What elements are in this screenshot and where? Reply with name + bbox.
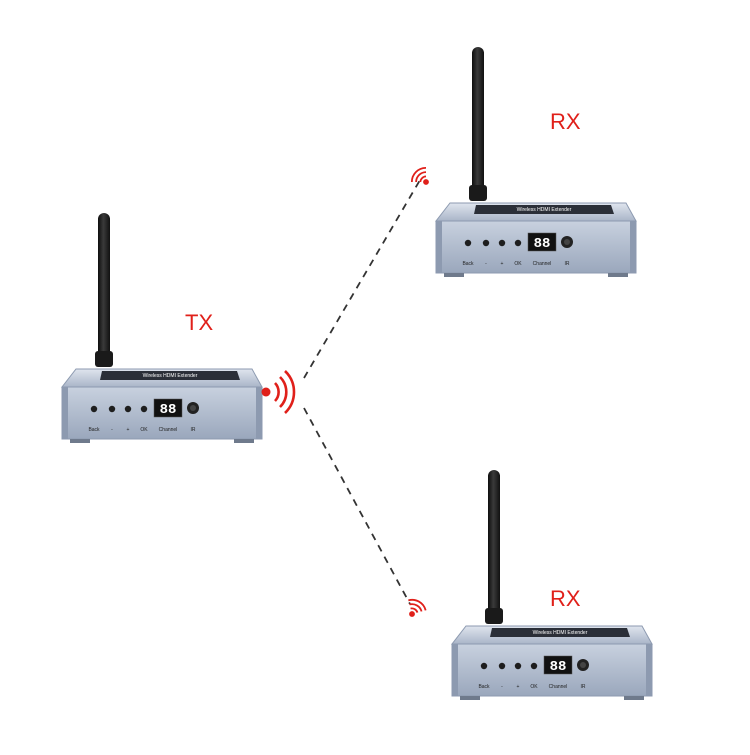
rx-top-btn-plus-label: + — [501, 261, 504, 267]
tx-channel-label: Channel — [159, 427, 178, 433]
tx-wifi-signal-icon — [261, 370, 296, 414]
rx-bottom-btn-back-label: Back — [478, 684, 490, 690]
rx-bottom-btn-minus-label: - — [501, 684, 503, 690]
rx-top-label: RX — [550, 109, 581, 134]
rx-bottom-btn-ok-label: OK — [530, 684, 538, 690]
tx-model-text: Wireless HDMI Extender — [143, 373, 198, 379]
rx-bottom-device: 88 Wireless HDMI Extender Back - + OK Ch… — [451, 469, 653, 701]
rx-bottom-display-digits: 88 — [550, 659, 567, 675]
rx-bottom-btn-plus-label: + — [517, 684, 520, 690]
tx-btn-minus-label: - — [111, 427, 113, 433]
rx-top-display-digits: 88 — [534, 236, 551, 252]
tx-label: TX — [185, 310, 214, 335]
rx-top-device: 88 Wireless HDMI Extender Back - + OK Ch… — [435, 46, 637, 278]
tx-btn-ok-label: OK — [140, 427, 148, 433]
tx-btn-plus-label: + — [127, 427, 130, 433]
tx-ir-label: IR — [191, 427, 196, 433]
rx-top-channel-label: Channel — [533, 261, 552, 267]
rx-bottom-wifi-signal-icon — [401, 595, 429, 622]
rx-top-btn-minus-label: - — [485, 261, 487, 267]
rx-top-model-text: Wireless HDMI Extender — [517, 207, 572, 213]
rx-top-btn-back-label: Back — [462, 261, 474, 267]
rx-top-btn-ok-label: OK — [514, 261, 522, 267]
rx-bottom-ir-label: IR — [581, 684, 586, 690]
rx-bottom-model-text: Wireless HDMI Extender — [533, 630, 588, 636]
link-tx-rx-top — [303, 179, 421, 379]
rx-top-wifi-signal-icon — [407, 163, 436, 192]
rx-top-ir-label: IR — [565, 261, 570, 267]
tx-display-digits: 88 — [160, 402, 177, 418]
tx-device: 88 Wireless HDMI Extender Back - + OK Ch… — [61, 212, 263, 444]
rx-bottom-channel-label: Channel — [549, 684, 568, 690]
tx-btn-back-label: Back — [88, 427, 100, 433]
rx-bottom-label: RX — [550, 586, 581, 611]
link-tx-rx-bottom — [303, 407, 411, 605]
